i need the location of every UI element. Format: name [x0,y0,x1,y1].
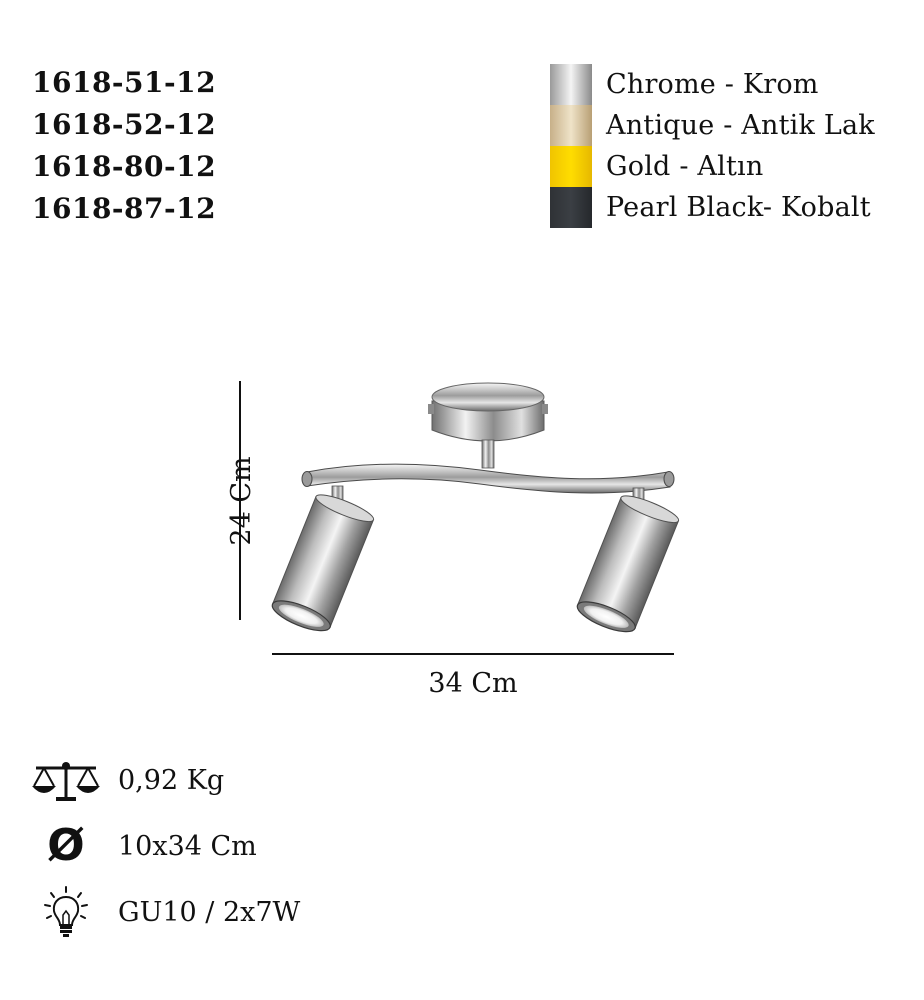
canopy-stem [481,439,495,469]
product-code: 1618-87-12 [32,192,217,225]
finish-antique: Antique - Antik Lak [550,105,875,146]
spotlight-left [271,494,375,632]
weight-value: 0,92 Kg [118,764,225,796]
finish-list: Chrome - Krom Antique - Antik Lak Gold -… [550,64,875,228]
finish-label: Antique - Antik Lak [606,110,875,141]
product-code: 1618-52-12 [32,108,217,141]
spec-weight: 0,92 Kg [30,752,224,808]
product-code: 1618-51-12 [32,66,217,99]
spotlight-right [576,495,680,633]
finish-pearl-black: Pearl Black- Kobalt [550,187,875,228]
spec-bulb: GU10 / 2x7W [30,884,300,940]
diameter-symbol-icon: Ø [47,820,85,871]
mounting-bar [301,463,675,494]
height-label: 24 Cm [226,456,257,546]
finish-label: Chrome - Krom [606,69,819,100]
finish-swatch [550,64,592,105]
product-code: 1618-80-12 [32,150,217,183]
product-code-list: 1618-51-12 1618-52-12 1618-80-12 1618-87… [32,62,216,230]
product-drawing [239,381,680,655]
finish-swatch [550,146,592,187]
finish-label: Gold - Altın [606,151,764,182]
scale-icon [30,752,102,808]
bulb-value: GU10 / 2x7W [118,896,301,928]
finish-gold: Gold - Altın [550,146,875,187]
width-label: 34 Cm [428,668,518,699]
finish-label: Pearl Black- Kobalt [606,192,871,223]
finish-swatch [550,187,592,228]
ceiling-canopy [428,382,548,442]
spec-diameter: Ø 10x34 Cm [30,818,257,874]
diameter-value: 10x34 Cm [118,830,257,862]
lightbulb-icon [30,884,102,940]
finish-swatch [550,105,592,146]
finish-chrome: Chrome - Krom [550,64,875,105]
